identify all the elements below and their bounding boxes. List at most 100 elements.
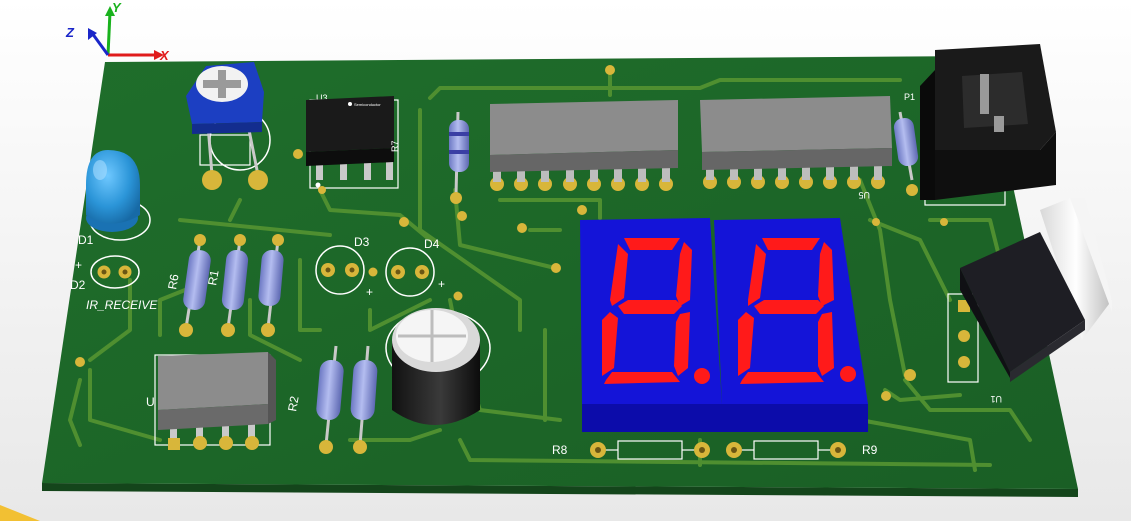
axis-triad: Y X Z bbox=[65, 0, 170, 63]
u1-heatsink bbox=[1040, 198, 1112, 340]
resistor-row: R6 R1 bbox=[165, 234, 284, 337]
via-trimmer bbox=[293, 149, 303, 159]
trimmer-body-side bbox=[192, 122, 262, 134]
u1-pad-1 bbox=[958, 300, 970, 312]
ssd2-dp bbox=[840, 366, 856, 382]
resistor-r6: R6 bbox=[165, 234, 211, 337]
u3-pin-4 bbox=[386, 162, 393, 180]
r7-band-1 bbox=[449, 132, 469, 136]
d3-via bbox=[368, 267, 378, 277]
label-d2: D2 bbox=[70, 278, 86, 292]
ic-u-bottom: U bbox=[75, 352, 276, 450]
resistor-r1: R1 bbox=[205, 234, 249, 337]
r6-pad-bottom bbox=[179, 323, 193, 337]
label-r8: R8 bbox=[552, 443, 568, 457]
label-p1: P1 bbox=[904, 92, 915, 102]
diode-d3: D3 + bbox=[315, 235, 378, 299]
ssd1-seg-c bbox=[674, 312, 690, 376]
p1-socket bbox=[962, 72, 1028, 128]
u1-pad-3 bbox=[958, 356, 970, 368]
ssd2-seg-f bbox=[748, 244, 766, 306]
ssd1-segments bbox=[602, 238, 710, 384]
r6-body bbox=[183, 250, 211, 310]
resistor-r3 bbox=[258, 234, 284, 337]
resistor-r8: R8 bbox=[552, 440, 710, 460]
label-d2-plus: + bbox=[75, 258, 82, 272]
ssd2-seg-a bbox=[762, 238, 820, 250]
p1-body-left bbox=[920, 70, 935, 200]
r9-hole-2 bbox=[835, 447, 841, 453]
ssd1-seg-b bbox=[676, 242, 692, 306]
r8-hole-1 bbox=[595, 447, 601, 453]
ir-outline bbox=[90, 255, 140, 289]
ssd1-seg-a bbox=[624, 238, 680, 250]
trimmer-outline-box bbox=[199, 134, 251, 166]
u5r-body-top bbox=[700, 96, 892, 152]
r2a-body bbox=[316, 359, 344, 421]
z-axis-arrow bbox=[88, 28, 97, 40]
u3-logo-dot bbox=[348, 102, 352, 106]
trimmer-potentiometer bbox=[186, 62, 303, 190]
u3-pin-1 bbox=[316, 162, 323, 180]
label-d3-plus: + bbox=[366, 285, 373, 299]
ir-hole-2 bbox=[122, 269, 128, 275]
u3-pins bbox=[316, 162, 393, 180]
trimmer-pad-2 bbox=[248, 170, 268, 190]
ir-receiver-d2: + D2 IR_RECEIVE bbox=[70, 255, 158, 312]
d4-via bbox=[453, 291, 463, 301]
u-body-side bbox=[268, 352, 276, 424]
u5l-body-side bbox=[490, 150, 678, 172]
trimmer-slot-h bbox=[203, 80, 241, 88]
y-axis-arrow bbox=[105, 6, 115, 16]
y-axis-label: Y bbox=[112, 0, 122, 15]
u-body-front bbox=[158, 404, 268, 430]
p1-pin-2 bbox=[994, 116, 1004, 132]
ssd1-seg-f bbox=[610, 244, 628, 306]
led-d1-dome bbox=[86, 150, 140, 224]
via-u bbox=[75, 357, 85, 367]
ssd1-dp bbox=[694, 368, 710, 384]
x-axis-arrow bbox=[154, 50, 164, 60]
r7-body bbox=[449, 120, 469, 172]
resistor-r7 bbox=[449, 111, 469, 204]
vias bbox=[318, 65, 948, 401]
d3-hole-2 bbox=[349, 267, 355, 273]
u1-body-side bbox=[960, 268, 1010, 378]
ssd2-segments bbox=[738, 238, 856, 384]
z-axis-label: Z bbox=[65, 25, 75, 40]
resistor-p1-side: P1 bbox=[893, 92, 919, 196]
ssd1-seg-g bbox=[618, 300, 682, 314]
diode-d4: D4 + bbox=[385, 237, 463, 301]
label-d3: D3 bbox=[354, 235, 370, 249]
label-u5: U5 bbox=[858, 190, 870, 200]
d3-hole-1 bbox=[325, 267, 331, 273]
r1-body bbox=[221, 250, 249, 310]
label-r2: R2 bbox=[285, 395, 302, 413]
label-r6: R6 bbox=[165, 273, 182, 291]
r1-pad-top bbox=[234, 234, 246, 246]
label-ir-receive: IR_RECEIVE bbox=[86, 298, 158, 312]
label-d4-plus: + bbox=[438, 277, 445, 291]
ssd2-seg-c bbox=[818, 312, 834, 376]
r2a-pad bbox=[319, 440, 333, 454]
p1-pin-1 bbox=[980, 74, 989, 114]
d4-hole-1 bbox=[395, 269, 401, 275]
r3-pad-bottom bbox=[261, 323, 275, 337]
u-pad-2 bbox=[193, 436, 207, 450]
u-pad-4 bbox=[245, 436, 259, 450]
led-d1: D1 bbox=[78, 150, 151, 247]
ssd1-seg-e bbox=[602, 312, 618, 376]
r2b-pad bbox=[353, 440, 367, 454]
r2b-body bbox=[350, 359, 378, 421]
u5r-body-side bbox=[702, 148, 892, 170]
ssd1-front bbox=[582, 404, 722, 432]
u1-heatsink-edge bbox=[1070, 198, 1112, 312]
ssd2-seg-g bbox=[754, 300, 824, 314]
trimmer-pad-1 bbox=[202, 170, 222, 190]
label-d4: D4 bbox=[424, 237, 440, 251]
u-pad-1 bbox=[168, 438, 180, 450]
resistor-p1-body bbox=[893, 118, 919, 166]
ir-hole-1 bbox=[101, 269, 107, 275]
u-pad-3 bbox=[219, 436, 233, 450]
